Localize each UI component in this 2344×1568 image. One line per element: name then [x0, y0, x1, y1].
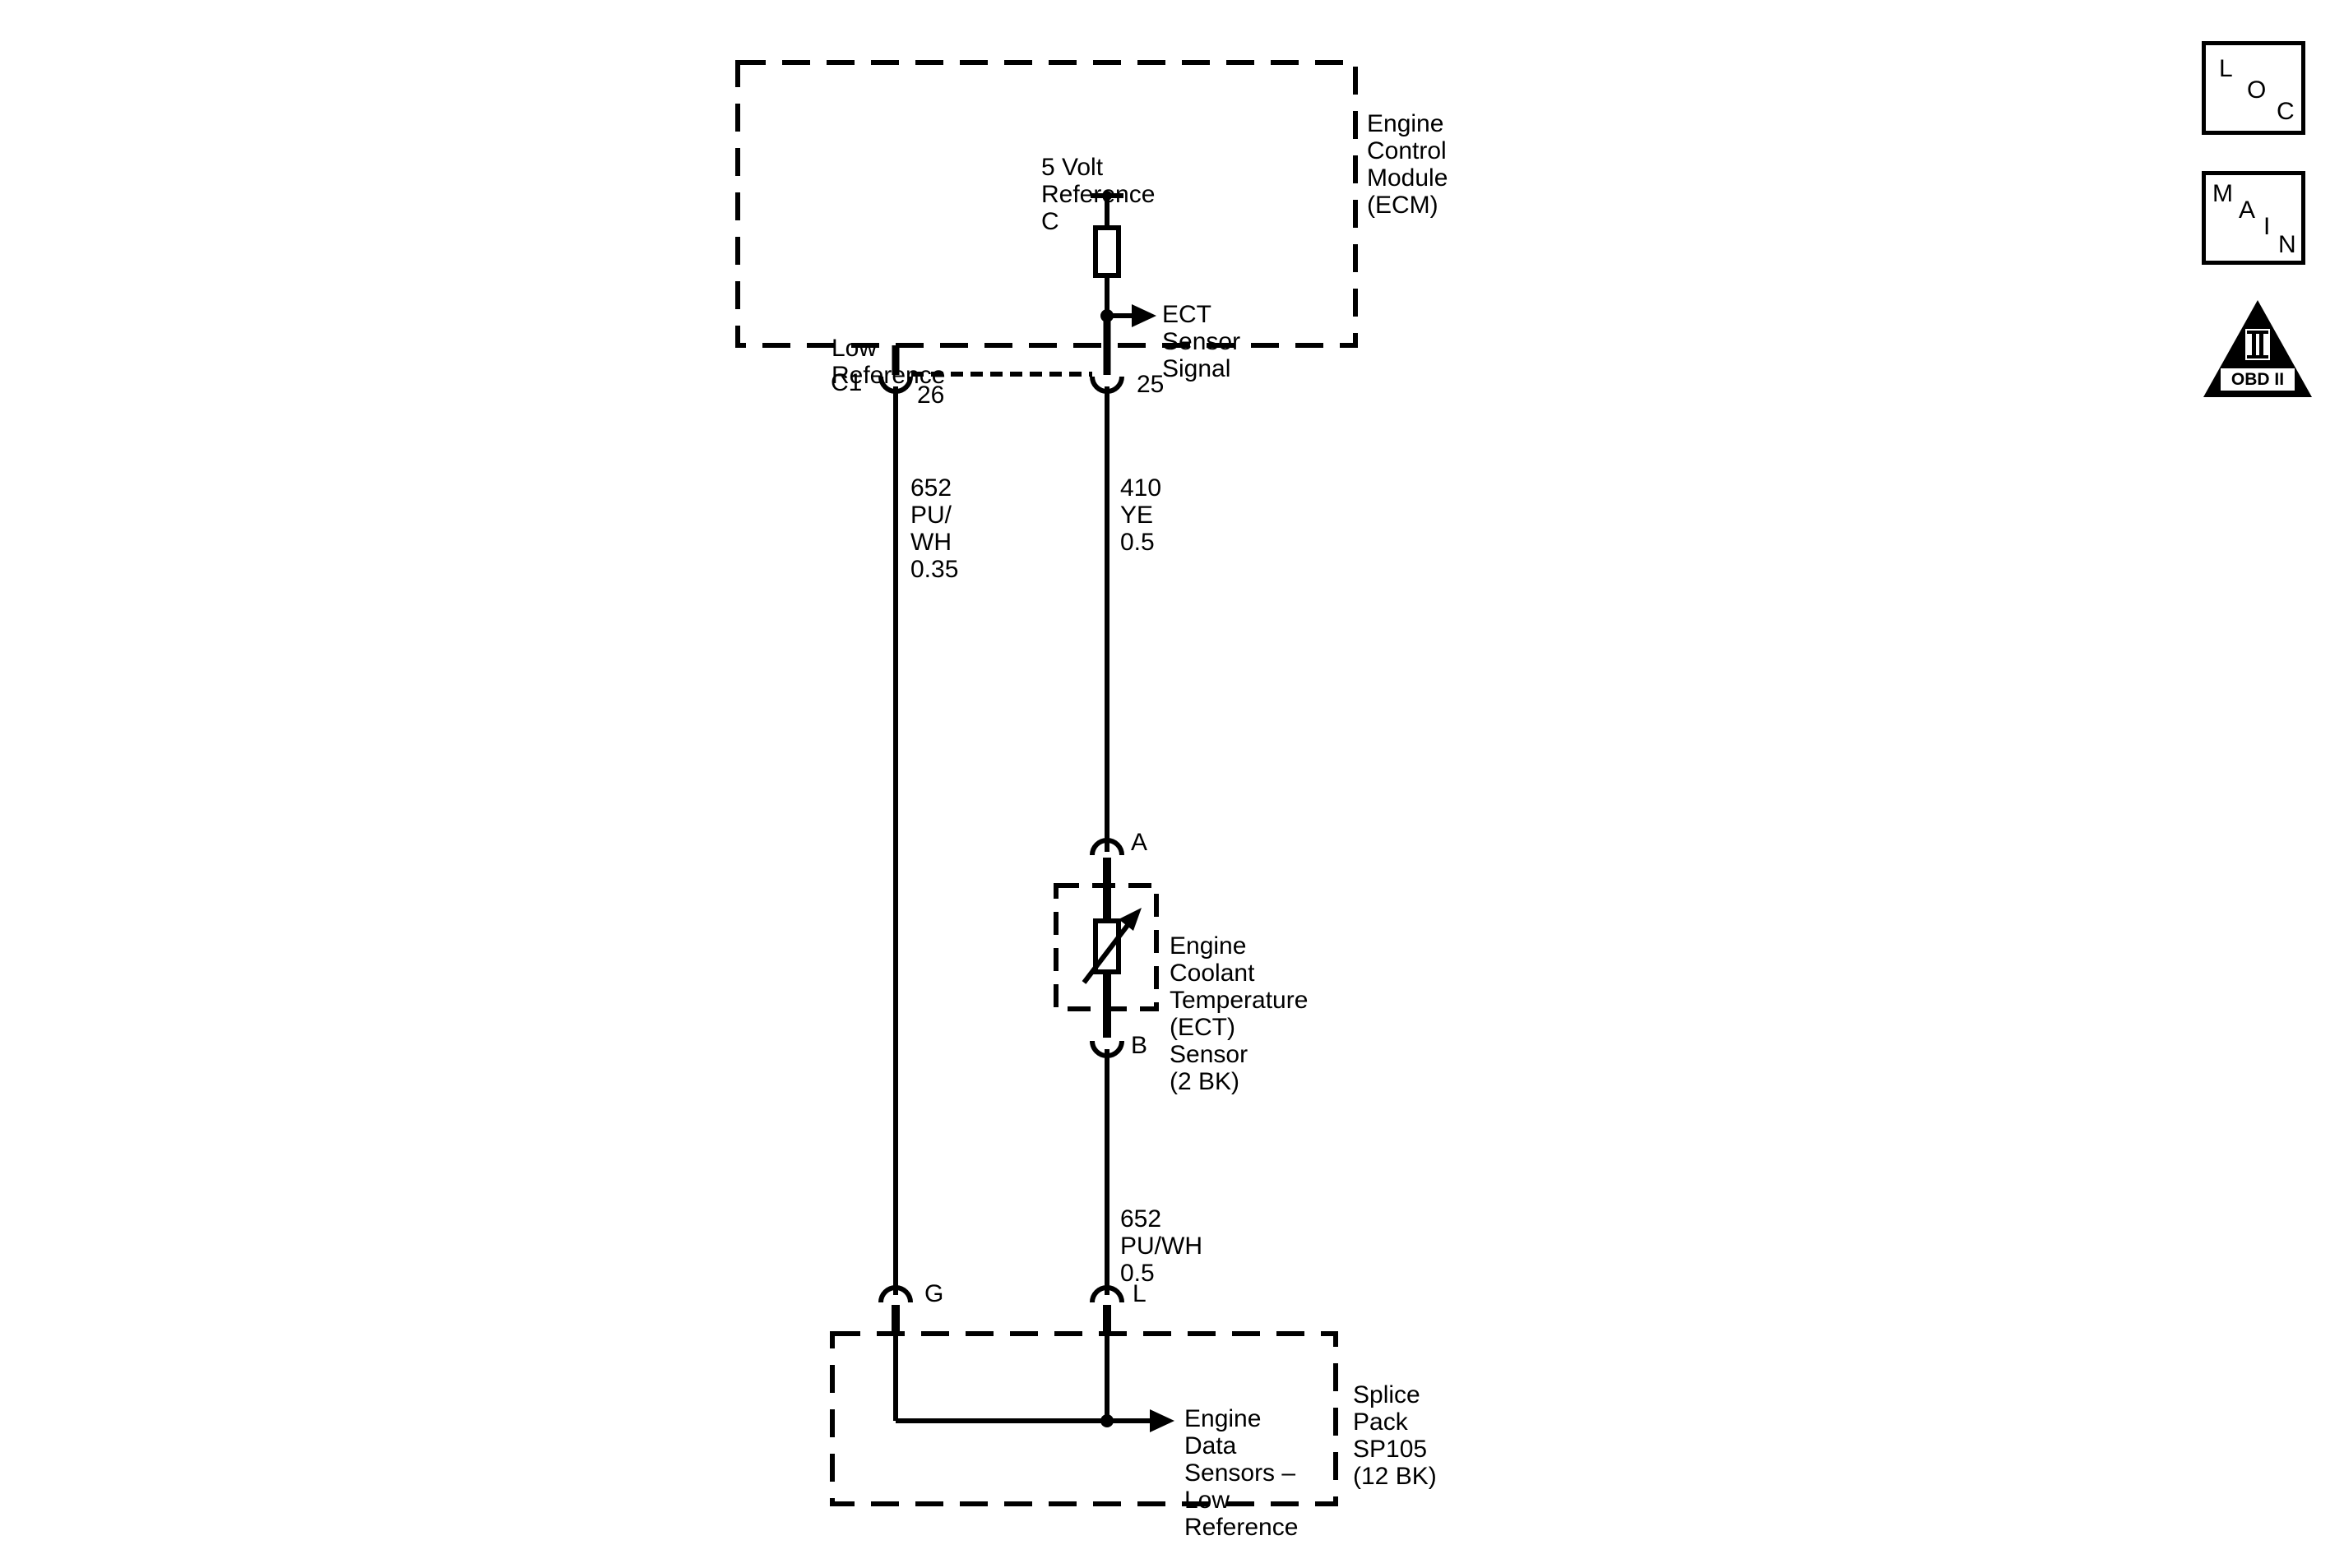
ecm-box: [735, 60, 1358, 348]
splice-output-arrow-head: [1150, 1409, 1174, 1432]
ect-thermistor-variable-arrow: [1082, 923, 1131, 984]
ect-thermistor-arrow-head: [1119, 908, 1142, 931]
splice-pin-g-cup: [878, 1285, 913, 1303]
splice-pin-l-label: L: [1133, 1280, 1147, 1307]
main-letter-m: M: [2212, 180, 2233, 207]
main-letter-n: N: [2278, 231, 2296, 258]
splice-pin-l-cup: [1090, 1285, 1124, 1303]
loc-letter-o: O: [2247, 76, 2267, 104]
obd-ii-numeral-bg: [2245, 329, 2270, 360]
obd-ii-numeral-bottom: [2247, 355, 2268, 358]
loc-badge[interactable]: L O C: [2202, 41, 2305, 135]
sensor-pin-a-cup: [1090, 838, 1124, 856]
loc-letter-c: C: [2277, 98, 2295, 125]
obd-ii-label: OBD II: [2231, 370, 2285, 389]
connector-c1-label: C1: [831, 369, 863, 396]
splice-pack-box: [830, 1331, 1338, 1506]
wiring-diagram: [735, 60, 2312, 1506]
obd-ii-numeral-bar-1: [2252, 332, 2256, 357]
main-badge[interactable]: M A I N: [2202, 171, 2305, 265]
pull-up-resistor: [1093, 225, 1121, 278]
main-letter-a: A: [2239, 197, 2256, 224]
sensor-pin-b-label: B: [1131, 1032, 1148, 1059]
splice-pin-g-label: G: [924, 1280, 944, 1307]
signal-arrow-head: [1132, 304, 1156, 327]
obd-ii-numeral-top: [2247, 331, 2268, 334]
main-letter-i: I: [2263, 213, 2271, 240]
loc-letter-l: L: [2219, 55, 2233, 82]
obd-ii-label-bg: [2221, 368, 2295, 391]
obd-ii-numeral-bar-2: [2259, 332, 2263, 357]
sensor-pin-a-label: A: [1131, 829, 1148, 856]
splice-junction-dot: [1100, 1414, 1114, 1427]
pin-26-label: 26: [917, 382, 945, 409]
pin-25-label: 25: [1137, 371, 1165, 398]
